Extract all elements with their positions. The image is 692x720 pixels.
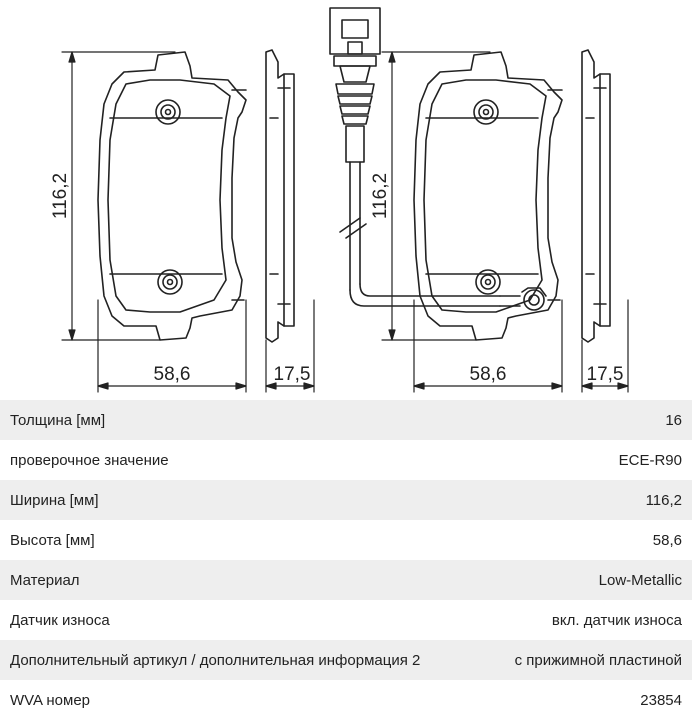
left-thickness-label: 17,5 (274, 364, 311, 385)
left-height-label: 116,2 (50, 173, 71, 219)
left-height-dimension (61, 51, 176, 341)
spec-row-test-value: проверочное значение ECE-R90 (0, 440, 692, 480)
left-width-label: 58,6 (154, 364, 191, 385)
spec-value: 23854 (640, 691, 682, 709)
left-pad-side-view (265, 49, 295, 343)
spec-row-thickness: Толщина [мм] 16 (0, 400, 692, 440)
technical-drawing: 116,2 58,6 17,5 (50, 7, 629, 393)
right-height-label: 116,2 (370, 173, 391, 219)
spec-label: Высота [мм] (10, 531, 95, 549)
spec-label: WVA номер (10, 691, 91, 709)
right-thickness-dimension (581, 299, 629, 393)
spec-value: 16 (665, 411, 682, 429)
spec-value: с прижимной пластиной (514, 651, 682, 669)
left-width-dimension (97, 299, 247, 393)
right-width-label: 58,6 (470, 364, 507, 385)
spec-label: проверочное значение (10, 451, 169, 469)
right-height-dimension (381, 51, 491, 341)
spec-row-wva-number: WVA номер 23854 (0, 680, 692, 720)
spec-table: Толщина [мм] 16 проверочное значение ECE… (0, 400, 692, 720)
left-pad-front-view (97, 51, 247, 341)
right-pad-front-view (413, 51, 563, 341)
spec-row-height: Высота [мм] 58,6 (0, 520, 692, 560)
spec-value: ECE-R90 (618, 451, 682, 469)
spec-value: вкл. датчик износа (551, 611, 682, 629)
spec-label: Ширина [мм] (10, 491, 99, 509)
spec-label: Толщина [мм] (10, 411, 106, 429)
spec-row-additional-info: Дополнительный артикул / дополнительная … (0, 640, 692, 680)
spec-row-material: Материал Low-Metallic (0, 560, 692, 600)
spec-value: Low-Metallic (598, 571, 682, 589)
left-thickness-dimension (265, 299, 315, 393)
wear-sensor-cable (329, 7, 547, 311)
spec-value: 58,6 (652, 531, 682, 549)
spec-label: Дополнительный артикул / дополнительная … (10, 651, 421, 669)
spec-label: Материал (10, 571, 80, 589)
right-width-dimension (413, 299, 563, 393)
right-thickness-label: 17,5 (587, 364, 624, 385)
right-pad-side-view (581, 49, 611, 343)
spec-row-width: Ширина [мм] 116,2 (0, 480, 692, 520)
spec-label: Датчик износа (10, 611, 110, 629)
spec-row-wear-sensor: Датчик износа вкл. датчик износа (0, 600, 692, 640)
spec-value: 116,2 (645, 491, 682, 509)
